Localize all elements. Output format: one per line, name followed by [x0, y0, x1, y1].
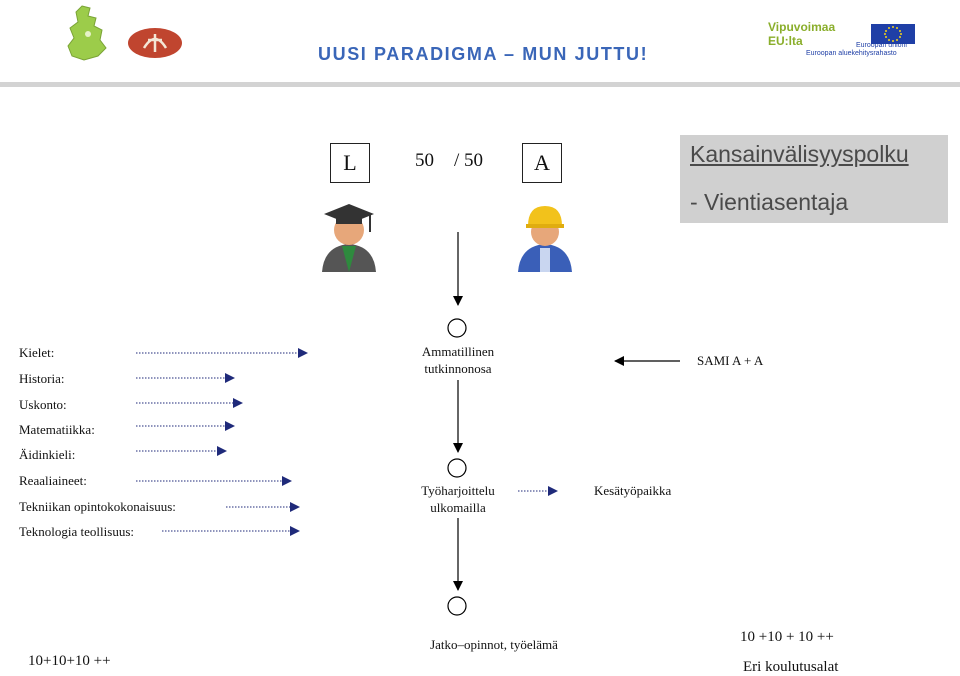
eu-text-2: Euroopan aluekehitysrahasto — [806, 50, 897, 57]
subject-teknologia: Teknologia teollisuus: — [19, 524, 134, 539]
worker-avatar-icon — [514, 196, 576, 274]
vipuvoimaa-text: Vipuvoimaa EU:lta — [768, 20, 836, 48]
ratio-left: 50 — [415, 150, 434, 171]
node2-label-line1: Työharjoittelu — [421, 483, 495, 498]
node-3 — [447, 596, 467, 616]
path-subtitle: - Vientiasentaja — [690, 189, 849, 215]
learning-box: L — [330, 143, 370, 183]
header-divider — [0, 82, 960, 87]
subject-aidinkieli: Äidinkieli: — [19, 447, 76, 462]
ornament-logo — [126, 26, 184, 60]
node-1 — [447, 318, 467, 338]
subject-reaaliaineet: Reaaliaineet: — [19, 473, 87, 488]
vipuvoimaa-logo: Vipuvoimaa EU:lta — [768, 20, 862, 56]
bottom-left-formula: 10+10+10 ++ — [28, 653, 111, 669]
page-title: UUSI PARADIGMA – MUN JUTTU! — [318, 44, 649, 64]
work-box: A — [522, 143, 562, 183]
node3-label: Jatko–opinnot, työelämä — [430, 637, 558, 652]
node1-label-line2: tutkinnonosa — [424, 361, 492, 376]
node1-label-line1: Ammatillinen — [421, 344, 495, 359]
bottom-right-caption: Eri koulutusalat — [743, 659, 839, 675]
subject-tekniikka: Tekniikan opintokokonaisuus: — [19, 499, 176, 514]
ratio-right: / 50 — [454, 150, 484, 171]
node-2 — [447, 458, 467, 478]
eu-flag-icon — [871, 24, 915, 44]
path-panel — [680, 135, 948, 223]
sami-label: SAMI A + A — [697, 353, 764, 368]
subject-matematiikka: Matematiikka: — [19, 422, 95, 437]
subject-uskonto: Uskonto: — [19, 397, 67, 412]
subject-historia: Historia: — [19, 371, 65, 386]
eu-text-1: Euroopan unioni — [856, 42, 907, 49]
kesatyo-label: Kesätyöpaikka — [594, 483, 672, 498]
path-title: Kansainvälisyyspolku — [690, 141, 909, 167]
bottom-right-formula: 10 +10 + 10 ++ — [740, 629, 834, 645]
node2-label-line2: ulkomailla — [430, 500, 486, 515]
finland-map-logo — [58, 4, 118, 62]
graduate-avatar-icon — [318, 196, 380, 274]
subject-kielet: Kielet: — [19, 345, 55, 360]
